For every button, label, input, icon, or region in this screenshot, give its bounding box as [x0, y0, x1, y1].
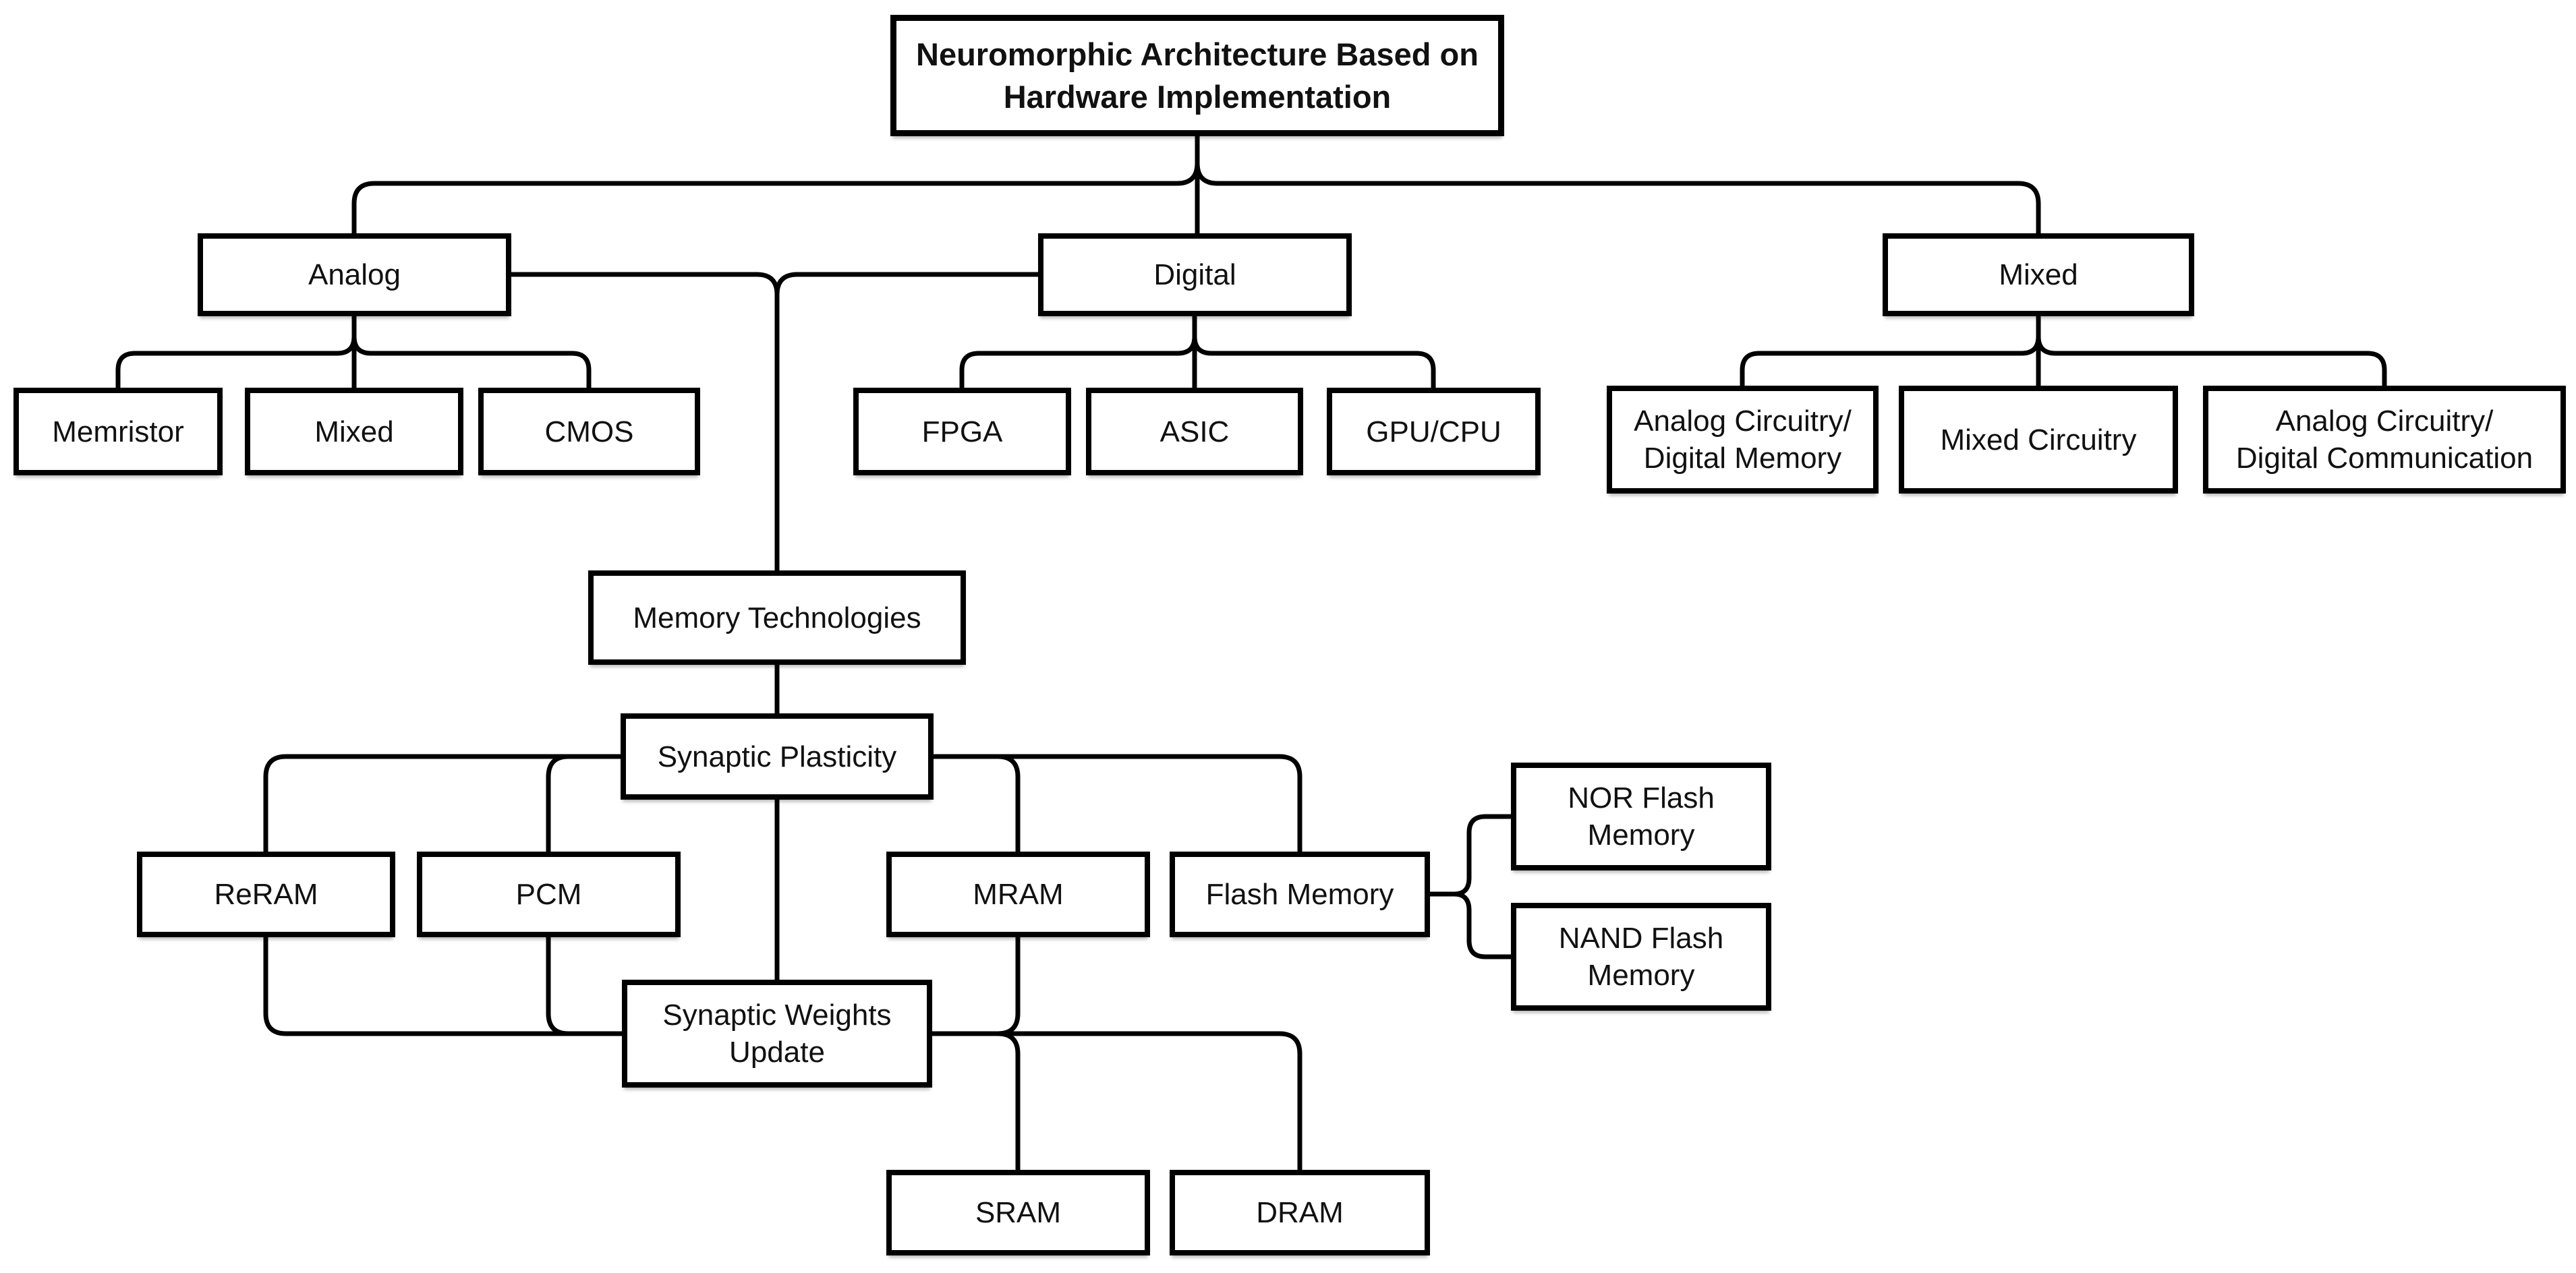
edge-digital-fpga	[959, 316, 1197, 388]
node-nand-flash-memory: NAND Flash Memory	[1511, 903, 1771, 1011]
edge-mixed-ac-dc	[2036, 316, 2387, 386]
edge-digital-memory-technologies	[774, 272, 1038, 570]
edge-plasticity-reram	[263, 754, 621, 852]
edge-analog-memristor	[115, 316, 357, 388]
node-analog-circuitry-digital-memory: Analog Circuitry/ Digital Memory	[1607, 386, 1879, 494]
node-mixed-circuitry: Mixed Circuitry	[1899, 386, 2178, 494]
edge-title-mixed	[1195, 136, 2041, 233]
node-analog: Analog	[198, 233, 511, 316]
edge-title-analog	[351, 136, 1200, 233]
edge-plasticity-pcm	[546, 754, 621, 852]
edge-plasticity-flash	[934, 754, 1303, 852]
edge-weights-update-dram	[932, 1031, 1303, 1170]
edge-pcm-weights-update	[546, 937, 622, 1036]
node-flash-memory: Flash Memory	[1170, 852, 1430, 937]
node-mixed: Mixed	[1883, 233, 2194, 316]
node-synaptic-plasticity: Synaptic Plasticity	[621, 713, 934, 800]
node-fpga: FPGA	[853, 388, 1071, 475]
node-gpu-cpu: GPU/CPU	[1327, 388, 1541, 475]
node-root-title: Neuromorphic Architecture Based on Hardw…	[890, 15, 1504, 136]
node-reram: ReRAM	[137, 852, 395, 937]
node-pcm: PCM	[417, 852, 681, 937]
node-mixed-analog-child: Mixed	[245, 388, 463, 475]
edge-digital-gpu-cpu	[1192, 316, 1436, 388]
node-analog-circuitry-digital-communication: Analog Circuitry/ Digital Communication	[2203, 386, 2566, 494]
edge-weights-update-sram	[932, 1031, 1021, 1170]
edge-flash-nor	[1454, 814, 1511, 897]
node-digital: Digital	[1038, 233, 1352, 316]
node-cmos: CMOS	[478, 388, 700, 475]
edge-analog-cmos	[351, 316, 592, 388]
node-memory-technologies: Memory Technologies	[588, 570, 966, 665]
node-dram: DRAM	[1170, 1170, 1430, 1255]
node-synaptic-weights-update: Synaptic Weights Update	[622, 980, 932, 1088]
node-sram: SRAM	[886, 1170, 1150, 1255]
edge-mixed-ac-dm	[1740, 316, 2041, 386]
edge-plasticity-mram	[934, 754, 1021, 852]
node-asic: ASIC	[1086, 388, 1303, 475]
edge-flash-nand	[1454, 891, 1511, 959]
node-memristor: Memristor	[13, 388, 223, 475]
node-nor-flash-memory: NOR Flash Memory	[1511, 763, 1771, 870]
edge-mram-weights-update	[932, 937, 1021, 1036]
edge-reram-weights-update	[263, 937, 622, 1036]
node-mram: MRAM	[886, 852, 1150, 937]
